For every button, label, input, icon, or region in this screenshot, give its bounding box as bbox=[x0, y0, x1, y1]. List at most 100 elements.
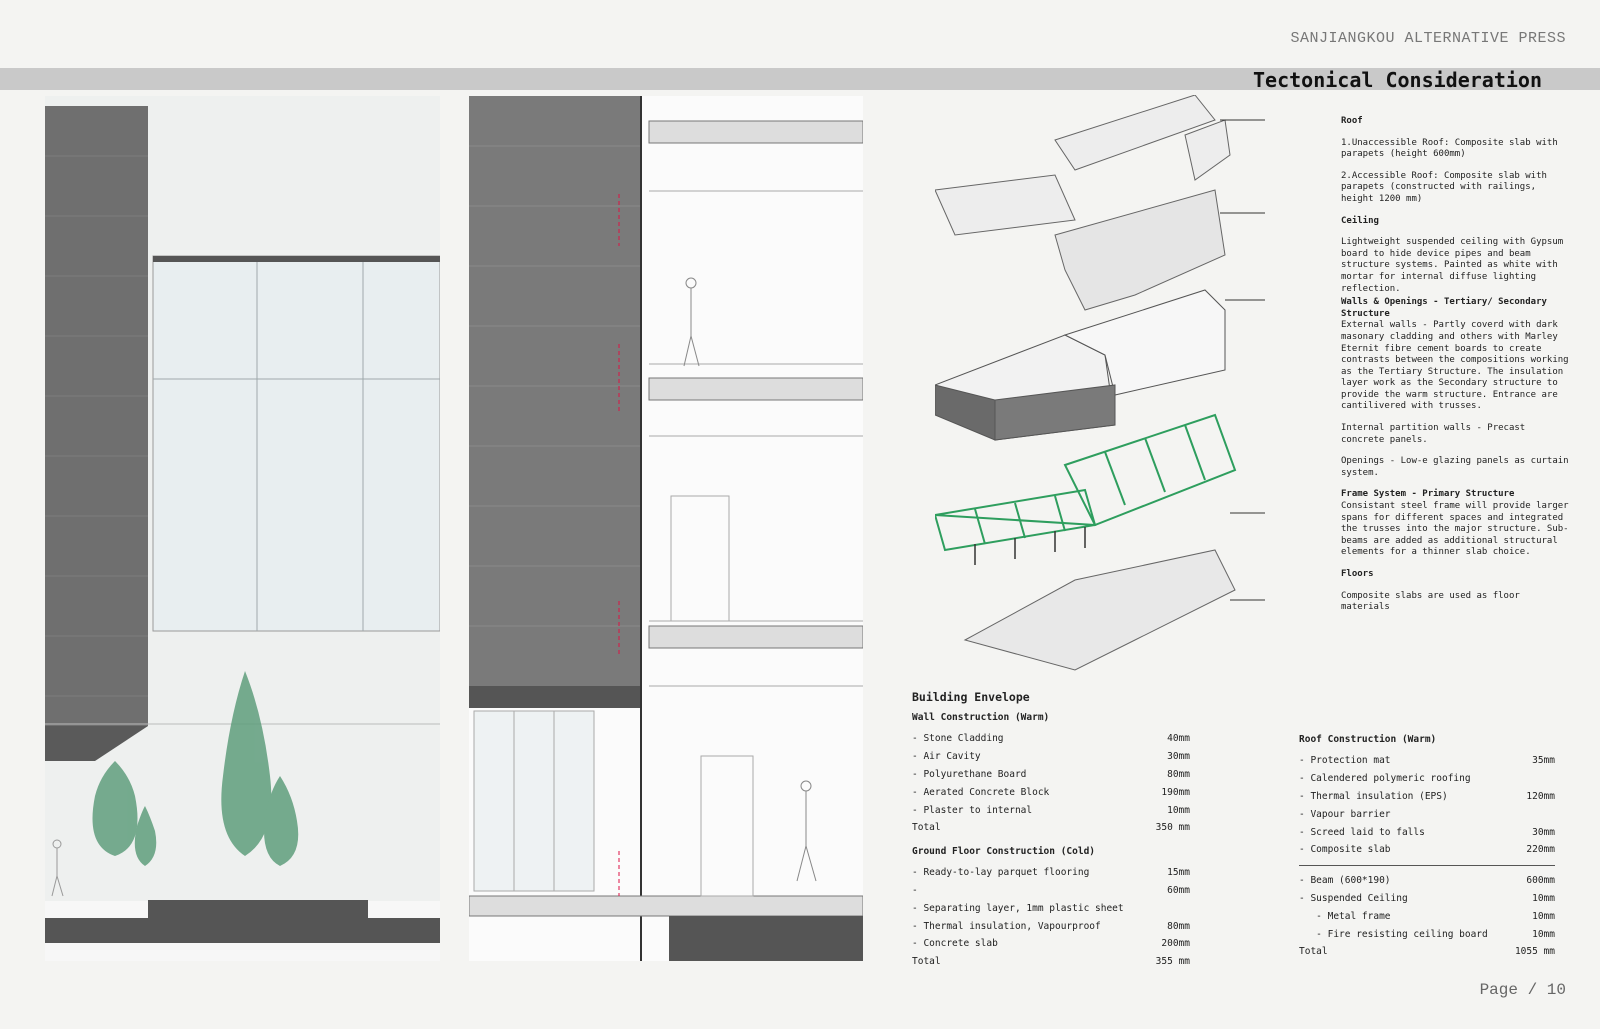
roof-layer bbox=[935, 95, 1231, 236]
spec-layer-thickness: 120mm bbox=[1526, 790, 1555, 802]
human-figure bbox=[683, 277, 817, 882]
roof-construction-title: Roof Construction (Warm) bbox=[1299, 734, 1437, 745]
spec-row: - 60mm bbox=[912, 882, 1190, 900]
spec-layer-name: - Fire resisting ceiling board bbox=[1299, 928, 1488, 940]
spec-row: - Ready-to-lay parquet flooring 15mm bbox=[912, 864, 1190, 882]
floor-layer bbox=[963, 549, 1236, 671]
wall-section-drawing bbox=[469, 96, 863, 961]
tree-illustration bbox=[92, 671, 299, 916]
spec-row: - Protection mat 35mm bbox=[1299, 752, 1555, 770]
note-ceiling-text: Lightweight suspended ceiling with Gypsu… bbox=[1341, 237, 1564, 294]
ground-plinth bbox=[45, 918, 440, 943]
spec-layer-thickness: 40mm bbox=[1167, 733, 1190, 745]
spec-row: - Separating layer, 1mm plastic sheet bbox=[912, 899, 1190, 917]
spec-row: - Vapour barrier bbox=[1299, 805, 1555, 823]
spec-layer-thickness: 15mm bbox=[1167, 867, 1190, 879]
steel-frame-layer bbox=[935, 413, 1237, 552]
spec-layer-name: - Polyurethane Board bbox=[912, 768, 1027, 780]
spec-layer-thickness: 355 mm bbox=[1155, 956, 1190, 968]
page-number: Page / 10 bbox=[1479, 981, 1566, 999]
wall-construction-title: Wall Construction (Warm) bbox=[912, 712, 1050, 723]
roof-construction-spec: Roof Construction (Warm) - Protection ma… bbox=[1299, 734, 1555, 961]
spec-layer-name: - Calendered polymeric roofing bbox=[1299, 773, 1471, 785]
publisher-name: SANJIANGKOU ALTERNATIVE PRESS bbox=[1290, 30, 1566, 47]
note-roof-2: 2.Accessible Roof: Composite slab with p… bbox=[1341, 170, 1547, 204]
spec-row: Total 350 mm bbox=[912, 819, 1190, 837]
walls-layer bbox=[935, 289, 1226, 441]
spec-layer-name: - Concrete slab bbox=[912, 938, 998, 950]
page-title: Tectonical Consideration bbox=[1253, 68, 1542, 92]
floor-slab bbox=[469, 120, 863, 917]
spec-layer-name: - Composite slab bbox=[1299, 844, 1391, 856]
spec-row: Total 355 mm bbox=[912, 953, 1190, 971]
spec-layer-thickness: 80mm bbox=[1167, 920, 1190, 932]
note-floors-text: Composite slabs are used as floor materi… bbox=[1341, 590, 1520, 613]
spec-layer-thickness: 190mm bbox=[1161, 786, 1190, 798]
spec-layer-name: - Aerated Concrete Block bbox=[912, 786, 1050, 798]
spec-row: - Plaster to internal 10mm bbox=[912, 801, 1190, 819]
ceiling-layer bbox=[1054, 189, 1226, 311]
spec-row: - Aerated Concrete Block 190mm bbox=[912, 783, 1190, 801]
spec-layer-name: - Ready-to-lay parquet flooring bbox=[912, 867, 1090, 879]
spec-layer-name: - Stone Cladding bbox=[912, 733, 1004, 745]
exploded-axonometric-drawing bbox=[935, 95, 1265, 685]
note-floors-label: Floors bbox=[1341, 569, 1374, 579]
spec-layer-thickness: 350 mm bbox=[1155, 822, 1190, 834]
spec-layer-thickness: 35mm bbox=[1532, 755, 1555, 767]
curtain-wall-glazing bbox=[152, 255, 440, 632]
spec-layer-name: Total bbox=[912, 956, 941, 968]
spec-layer-name: - bbox=[912, 884, 918, 896]
spec-row: - Stone Cladding 40mm bbox=[912, 730, 1190, 748]
spec-row: - Concrete slab 200mm bbox=[912, 935, 1190, 953]
spec-row: - Calendered polymeric roofing bbox=[1299, 770, 1555, 788]
spec-row: - Thermal insulation, Vapourproof 80mm bbox=[912, 917, 1190, 935]
spec-layer-name: - Suspended Ceiling bbox=[1299, 892, 1408, 904]
spec-layer-thickness: 600mm bbox=[1526, 875, 1555, 887]
ground-construction-title: Ground Floor Construction (Cold) bbox=[912, 845, 1096, 857]
spec-layer-name: - Screed laid to falls bbox=[1299, 826, 1425, 838]
spec-layer-name: - Beam (600*190) bbox=[1299, 875, 1391, 887]
spec-layer-thickness: 220mm bbox=[1526, 844, 1555, 856]
spec-layer-name: - Thermal insulation (EPS) bbox=[1299, 790, 1448, 802]
spec-layer-thickness: 1055 mm bbox=[1514, 946, 1555, 958]
spec-layer-name: Total bbox=[912, 822, 941, 834]
spec-layer-name: - Plaster to internal bbox=[912, 804, 1033, 816]
note-openings-text: Openings - Low-e glazing panels as curta… bbox=[1341, 456, 1569, 478]
spec-layer-name: - Vapour barrier bbox=[1299, 808, 1391, 820]
note-walls-text: External walls - Partly coverd with dark… bbox=[1341, 320, 1569, 412]
spec-row: - Metal frame 10mm bbox=[1299, 907, 1555, 925]
note-ceiling-label: Ceiling bbox=[1341, 215, 1379, 226]
spec-row: - Screed laid to falls 30mm bbox=[1299, 823, 1555, 841]
spec-row: - Beam (600*190) 600mm bbox=[1299, 872, 1555, 890]
facade-elevation-drawing bbox=[45, 96, 440, 961]
note-walls-label: Walls & Openings - Tertiary/ Secondary S… bbox=[1341, 297, 1547, 319]
section-cladding bbox=[469, 96, 641, 686]
spec-row: Total 1055 mm bbox=[1299, 943, 1555, 961]
spec-row: - Polyurethane Board 80mm bbox=[912, 766, 1190, 784]
spec-layer-thickness: 10mm bbox=[1532, 910, 1555, 922]
stone-cladding-block bbox=[45, 106, 148, 726]
spec-row: - Air Cavity 30mm bbox=[912, 748, 1190, 766]
envelope-heading: Building Envelope bbox=[912, 690, 1030, 704]
note-roof-1: 1.Unaccessible Roof: Composite slab with… bbox=[1341, 137, 1558, 160]
note-frame-label: Frame System - Primary Structure bbox=[1341, 489, 1515, 500]
spec-layer-thickness: 10mm bbox=[1167, 804, 1190, 816]
spec-layer-name: - Air Cavity bbox=[912, 751, 981, 763]
spec-layer-name: - Protection mat bbox=[1299, 755, 1391, 767]
note-roof-label: Roof bbox=[1341, 116, 1363, 126]
axonometric-notes: Roof 1.Unaccessible Roof: Composite slab… bbox=[1341, 116, 1571, 614]
title-bar bbox=[0, 68, 1600, 90]
spec-layer-thickness: 30mm bbox=[1167, 751, 1190, 763]
spec-layer-thickness: 60mm bbox=[1167, 884, 1190, 896]
spec-layer-thickness: 80mm bbox=[1167, 768, 1190, 780]
spec-layer-name: - Metal frame bbox=[1299, 910, 1391, 922]
spec-layer-thickness: 200mm bbox=[1161, 938, 1190, 950]
spec-layer-thickness: 30mm bbox=[1532, 826, 1555, 838]
spec-row: - Thermal insulation (EPS) 120mm bbox=[1299, 788, 1555, 806]
spec-layer-name: - Separating layer, 1mm plastic sheet bbox=[912, 902, 1124, 914]
spec-layer-name: - Thermal insulation, Vapourproof bbox=[912, 920, 1101, 932]
note-frame-text: Consistant steel frame will provide larg… bbox=[1341, 501, 1569, 558]
spec-layer-name: Total bbox=[1299, 946, 1328, 958]
